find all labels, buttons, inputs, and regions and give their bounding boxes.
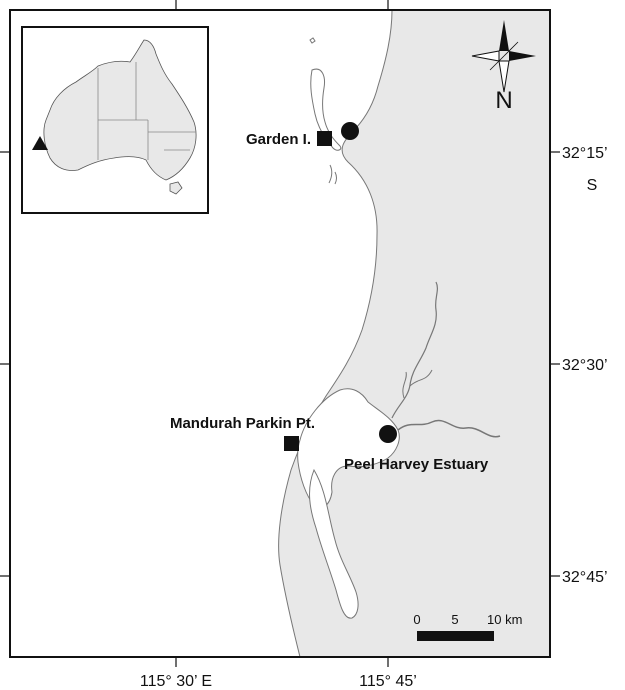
river-north [391,281,439,419]
river-tributary [402,369,433,399]
garden-square-marker [317,131,332,146]
peel-inlet [297,388,400,509]
latitude-label-32-30: 32°30’ [562,357,608,374]
scale-tick-5: 5 [451,612,458,627]
garden-circle-marker [341,122,359,140]
north-label: N [495,87,512,114]
latitude-label-32-45: 32°45’ [562,569,608,586]
longitude-label-115-45: 115° 45’ [359,673,417,690]
latitude-hemisphere-label: S [587,177,598,194]
latitude-label-32-15: 32°15’ [562,145,608,162]
site-label-peel: Peel Harvey Estuary [344,456,489,473]
peel-circle-marker [379,425,397,443]
river-serpentine [397,419,501,438]
tasmania-outline [169,181,183,195]
triangle-marker [32,136,48,150]
mandurah-square-marker [284,436,299,451]
scale-bar [417,631,494,641]
graticule-ticks [0,0,560,667]
map-border [9,9,551,658]
garden-island [310,68,342,151]
site-label-garden: Garden I. [246,131,311,148]
australia-outline [43,39,197,181]
scale-tick-0: 0 [413,612,420,627]
longitude-label-115-30: 115° 30’ E [140,673,212,690]
state-borders [97,62,196,160]
scale-tick-10: 10 km [487,612,522,627]
harvey-estuary [309,468,359,619]
sea-region [278,9,551,658]
site-label-mandurah: Mandurah Parkin Pt. [170,415,315,432]
compass-rose-icon [471,20,536,93]
small-islet [309,37,316,44]
coastal-fragment [328,164,337,185]
